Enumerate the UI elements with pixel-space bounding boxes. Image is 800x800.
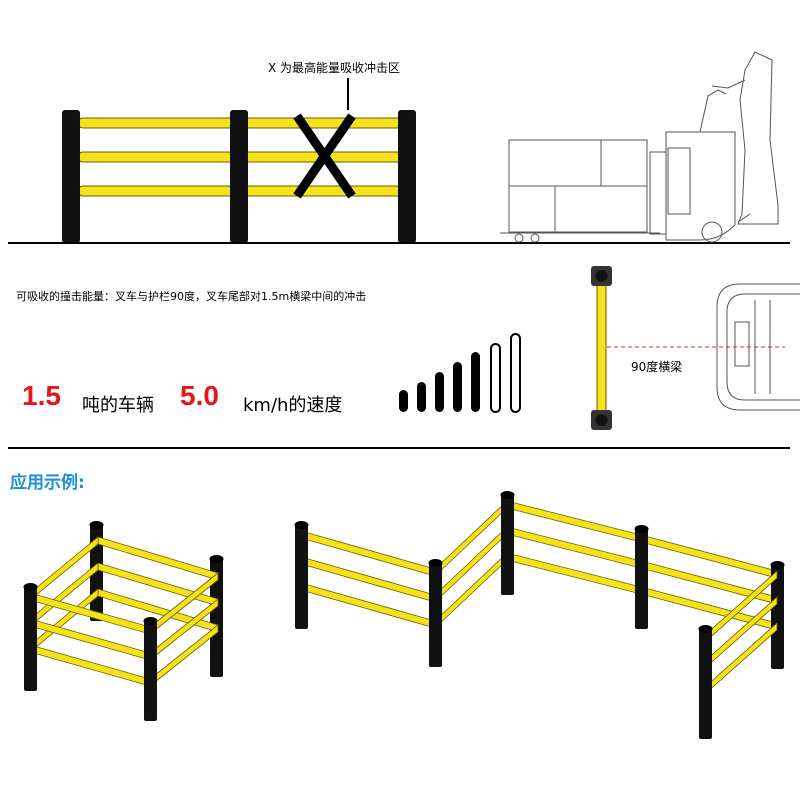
enc-post-back-right (210, 559, 223, 677)
level-bar-4 (453, 362, 462, 412)
level-bar-2 (417, 382, 426, 412)
post-center (230, 110, 248, 243)
vertical-beam (596, 279, 607, 415)
rail-mid-left (77, 151, 237, 163)
rail-bottom-left (77, 185, 237, 197)
level-bar-5 (471, 352, 480, 412)
rail-bottom-right (243, 185, 405, 197)
forklift-rear-outline (716, 283, 800, 411)
example-square-enclosure (23, 521, 224, 721)
zig-post-6 (771, 565, 784, 669)
x-zone-caption: X 为最高能量吸收冲击区 (268, 61, 401, 75)
rail-top-left (77, 117, 237, 129)
barrier-posts (62, 110, 416, 243)
zig-post-2 (429, 563, 442, 667)
speed-text: km/h的速度 (243, 395, 343, 416)
section-divider (8, 447, 790, 449)
examples-title: 应用示例: (10, 473, 85, 493)
post-left (62, 110, 80, 243)
rail-top-right (243, 117, 405, 129)
barrier-elevation-diagram (8, 51, 790, 244)
level-bar-3 (435, 372, 444, 412)
barrier-rails (77, 117, 405, 197)
energy-level-bars (399, 333, 521, 413)
zig-post-3 (501, 495, 514, 595)
weight-text: 吨的车辆 (82, 395, 154, 416)
speed-value: 5.0 (180, 380, 219, 411)
impact-description: 可吸收的撞击能量：叉车与护栏90度，叉车尾部对1.5m横梁中间的冲击 (16, 290, 367, 303)
level-bar-1 (399, 390, 408, 412)
post-cap-top (591, 266, 612, 286)
weight-value: 1.5 (22, 380, 61, 411)
enc-post-front-right (144, 621, 157, 721)
x-impact-mark (293, 113, 356, 199)
beam-label: 90度横梁 (629, 358, 685, 375)
enc-post-front-left (24, 587, 37, 691)
forklift-illustration (500, 51, 779, 243)
zig-post-4 (635, 529, 648, 629)
level-bar-7 (510, 333, 521, 413)
post-cap-bottom (591, 410, 612, 430)
zig-post-5 (699, 629, 712, 739)
level-bar-6 (490, 343, 501, 413)
zig-post-1 (295, 525, 308, 629)
top-view-impact-diagram (591, 266, 800, 430)
example-zigzag-run (294, 491, 785, 739)
post-right (398, 110, 416, 243)
